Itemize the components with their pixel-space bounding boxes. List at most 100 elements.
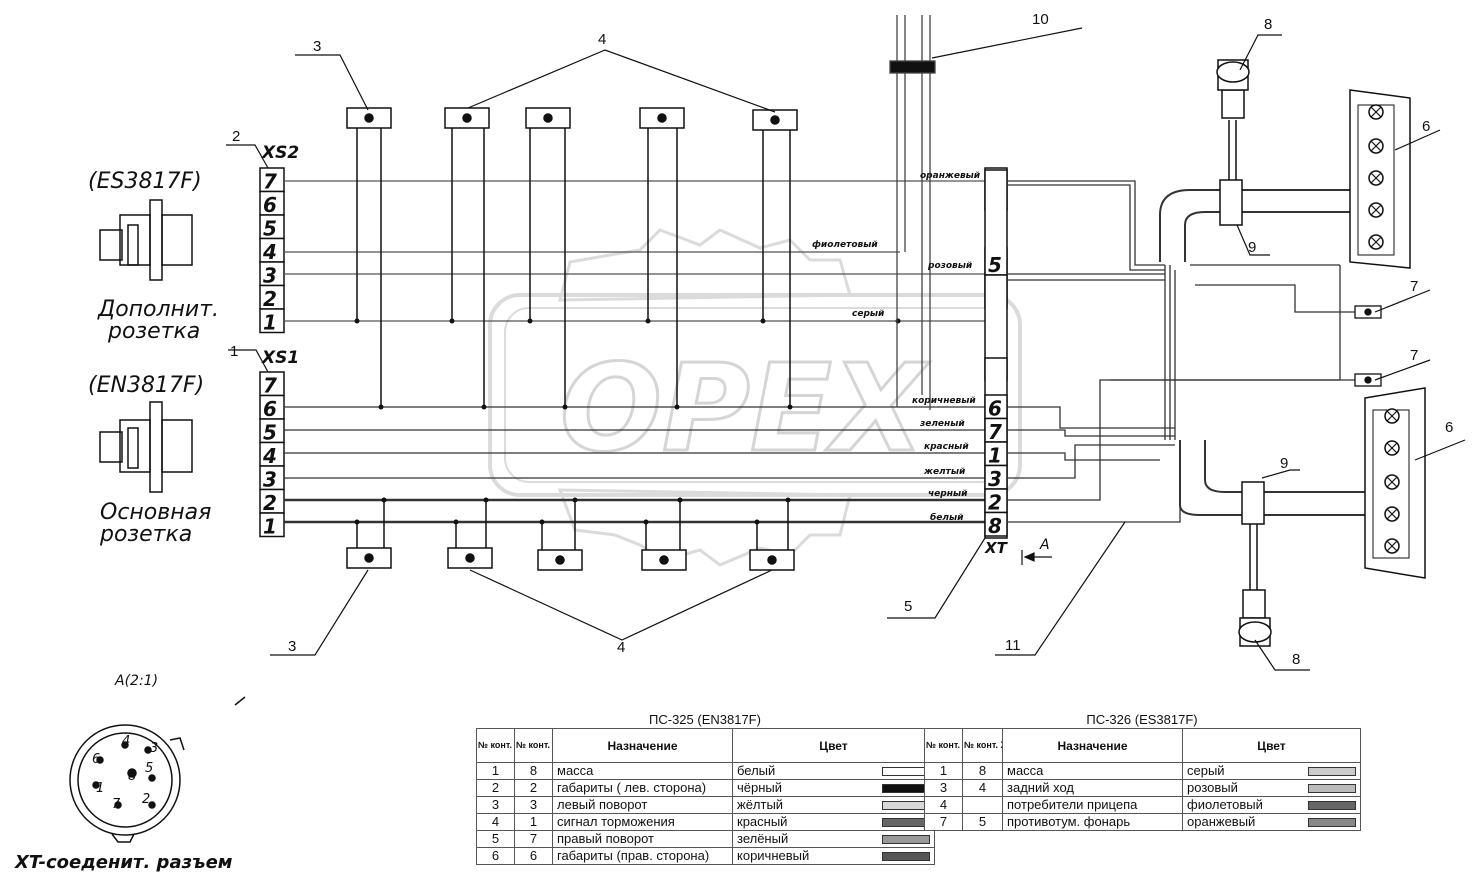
connector-7-top <box>1354 305 1382 319</box>
vertical-cable-bundle <box>889 15 936 410</box>
xt-face-pin-label: 2 <box>142 792 150 807</box>
connector-7-bottom <box>1354 373 1382 387</box>
xs2-label: XS2 <box>261 143 299 163</box>
wire-label-red: красный <box>924 442 969 452</box>
rpins-pin-label: 2 <box>988 491 1002 515</box>
aux-socket-drawing <box>99 199 193 281</box>
table-cell: 4 <box>924 796 963 814</box>
xs1-pin-label: 7 <box>263 374 277 398</box>
callout-9-bottom: 9 <box>1280 455 1288 472</box>
table-cell: 3 <box>476 796 515 814</box>
bottom-clamps <box>346 500 795 571</box>
table-cell: задний ход <box>1002 779 1183 797</box>
wire-labels: оранжевый фиолетовый розовый серый корич… <box>812 171 981 523</box>
aux-socket-label-1: Дополнит. <box>97 297 219 322</box>
color-swatch <box>882 784 930 793</box>
table-cell-color: жёлтый <box>732 796 935 814</box>
xt-face-pin-label: 1 <box>96 781 104 796</box>
rpins-pin-label: 3 <box>988 467 1002 491</box>
rpins-pin-box <box>984 511 1008 537</box>
wire-label-violet: фиолетовый <box>812 240 878 250</box>
callout-8-bottom: 8 <box>1292 651 1300 668</box>
xs1-pin-label: 6 <box>263 397 277 421</box>
main-socket-drawing <box>99 401 193 493</box>
lamp-cross <box>1370 172 1382 184</box>
color-swatch <box>882 818 930 827</box>
wire-label-yellow: желтый <box>923 467 966 477</box>
wire-label-orange: оранжевый <box>920 171 981 181</box>
xt-face-pin-label: 6 <box>92 752 100 767</box>
lamps-bottom <box>1384 408 1400 554</box>
table-cell: 1 <box>924 762 963 780</box>
color-name: жёлтый <box>737 797 784 813</box>
table-325-header-color: Цвет <box>732 728 935 763</box>
xs1-pin-label: 1 <box>263 515 277 539</box>
table-cell-color: оранжевый <box>1182 813 1361 831</box>
table-cell-color: фиолетовый <box>1182 796 1361 814</box>
watermark-text: OPEX <box>560 340 930 479</box>
xs2-pin-label: 3 <box>263 264 277 288</box>
clamp-9-bottom <box>1241 481 1265 525</box>
color-swatch <box>1308 767 1356 776</box>
top-clamps <box>346 107 798 407</box>
callout-9-top: 9 <box>1248 239 1256 256</box>
table-cell-color: серый <box>1182 762 1361 780</box>
table-cell: 1 <box>514 813 553 831</box>
table-326-caption: ПС-326 (ES3817F) <box>1086 712 1198 727</box>
callout-4-top: 4 <box>598 31 606 48</box>
rpins-pin-label: 1 <box>988 444 1002 468</box>
callout-3-top: 3 <box>313 38 321 55</box>
color-name: белый <box>737 763 776 779</box>
table-cell: 8 <box>962 762 1003 780</box>
lamp-cross <box>1370 236 1382 248</box>
wire-label-black: черный <box>928 489 968 499</box>
table-cell: 2 <box>476 779 515 797</box>
table-cell: 6 <box>476 847 515 865</box>
xt-face-pin-label: 5 <box>145 761 153 776</box>
table-cell-color: розовый <box>1182 779 1361 797</box>
callouts: 3 4 2 1 3 4 10 5 11 6 6 7 7 8 8 9 9 <box>230 11 1453 668</box>
table-cell-color: коричневый <box>732 847 935 865</box>
callout-11: 11 <box>1005 637 1021 654</box>
color-name: зелёный <box>737 831 789 847</box>
wire-label-grey: серый <box>852 309 885 319</box>
callout-3-bottom: 3 <box>288 638 296 655</box>
xs2-pin-label: 1 <box>263 311 277 335</box>
table-cell: 3 <box>514 796 553 814</box>
rpins-pin-label: 6 <box>988 397 1002 421</box>
xs1-wires <box>284 406 985 524</box>
table-cell: 3 <box>924 779 963 797</box>
color-swatch <box>882 767 930 776</box>
table-cell: габариты ( лев. сторона) <box>552 779 733 797</box>
main-socket-label-2: розетка <box>99 522 192 547</box>
callout-7-top: 7 <box>1410 278 1418 295</box>
callout-8-top: 8 <box>1264 16 1272 33</box>
view-a-label: A <box>1039 537 1050 553</box>
table-cell: 4 <box>476 813 515 831</box>
color-name: чёрный <box>737 780 783 796</box>
color-name: розовый <box>1187 780 1238 796</box>
xt-connector-face <box>69 696 246 843</box>
connector-8-top <box>1216 59 1250 180</box>
junction-dots <box>354 318 901 525</box>
xs2-pin-label: 4 <box>262 240 277 264</box>
table-cell: масса <box>1002 762 1183 780</box>
detail-a-label: A(2:1) <box>114 673 158 689</box>
table-325: № конт. XS 1 № конт. XT Назначение Цвет … <box>476 728 935 865</box>
xt-face-pin-label: 7 <box>112 797 121 812</box>
xt-caption: XT-соеденит. разъем <box>14 852 233 873</box>
table-cell: 7 <box>514 830 553 848</box>
table-cell-color: зелёный <box>732 830 935 848</box>
table-326-header-purpose: Назначение <box>1002 728 1183 763</box>
